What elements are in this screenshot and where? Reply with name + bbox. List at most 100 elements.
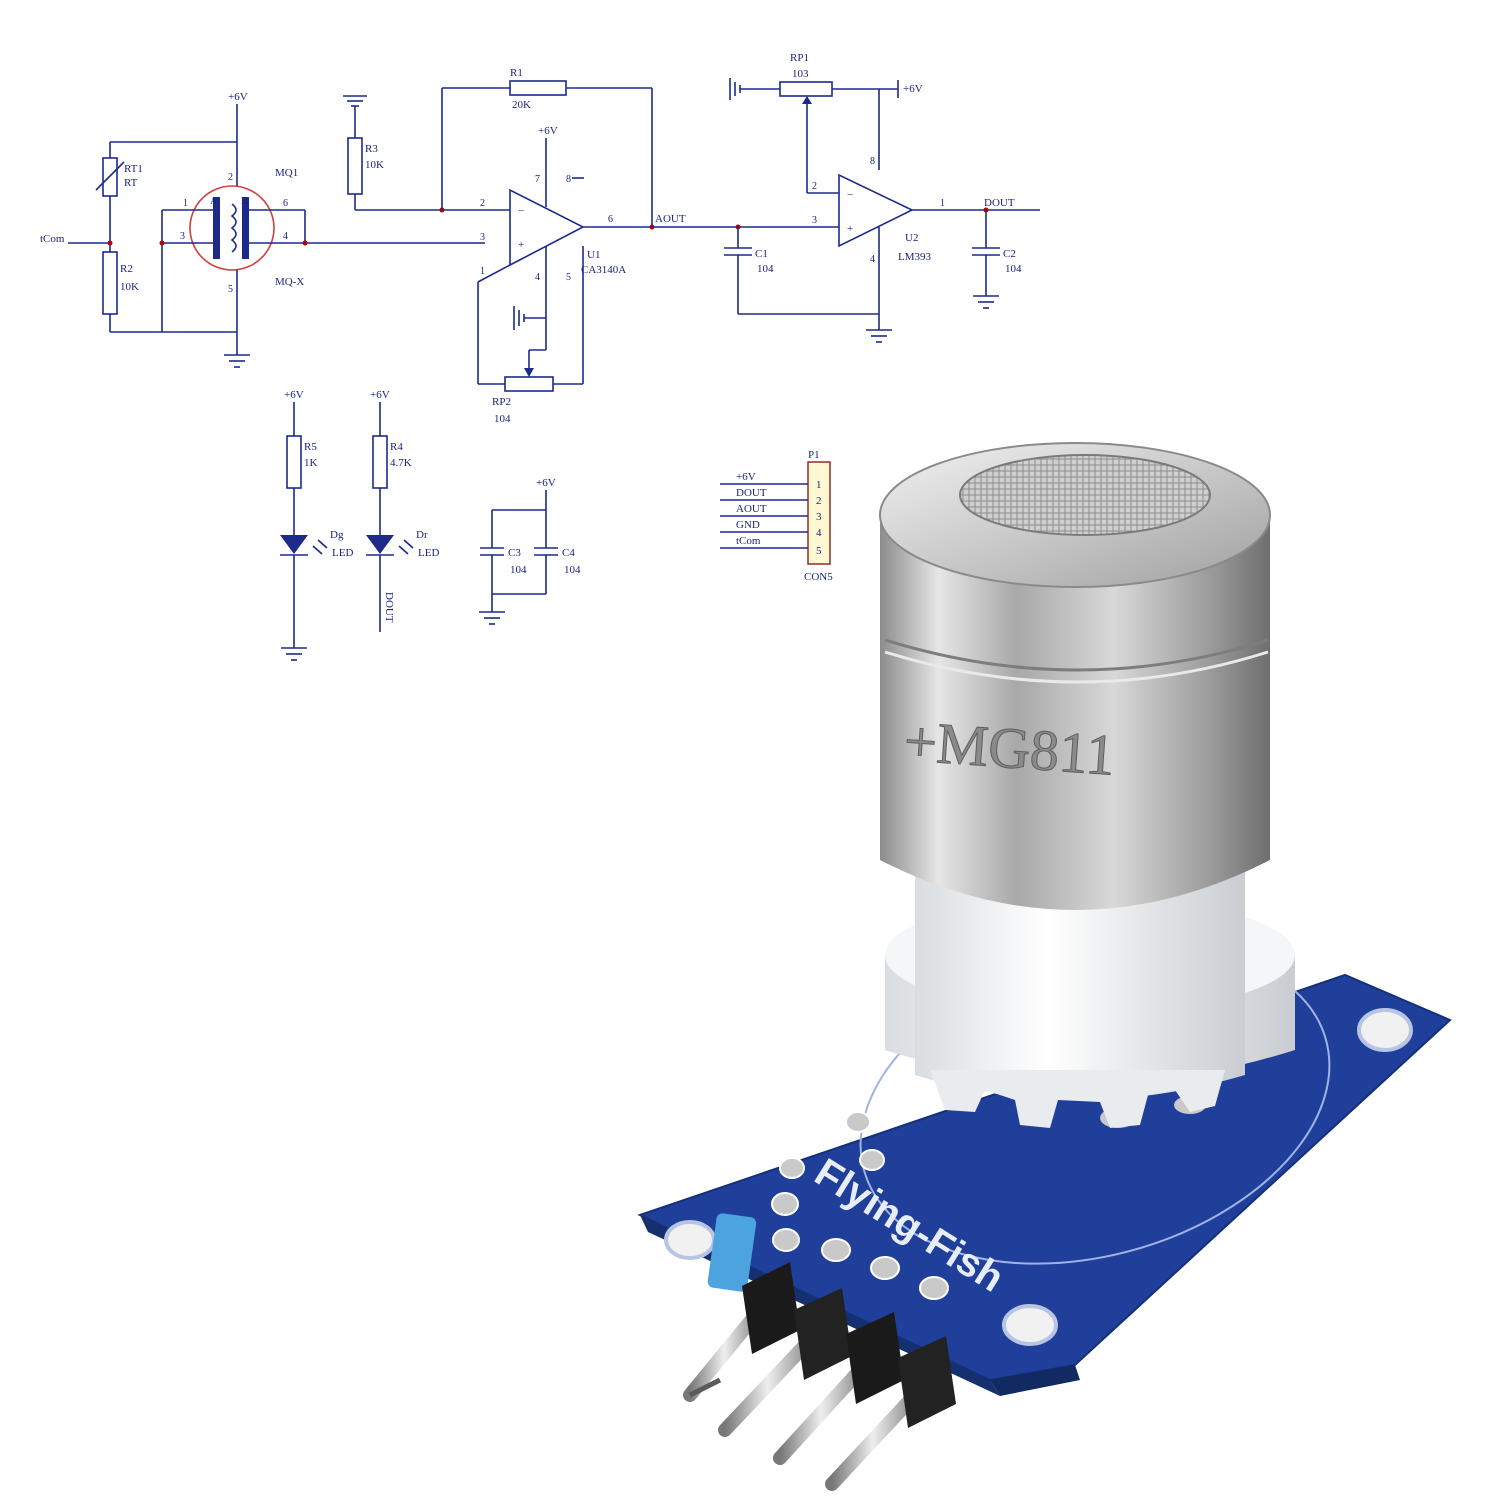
connector-row: +6V 1: [720, 471, 822, 491]
metal-can: +MG811: [879, 442, 1271, 910]
r1-ref: R1: [510, 67, 523, 79]
c2-value: 104: [1005, 263, 1022, 275]
r4-vcc-label: +6V: [370, 389, 390, 401]
u2-part: LM393: [898, 251, 932, 263]
u1-pin3: 3: [480, 232, 485, 243]
potentiometer-rp1: [779, 81, 833, 97]
mq1-pin4: 4: [283, 231, 288, 242]
mounting-hole-bottom-left: [664, 1220, 716, 1260]
mg811-sensor-module: Flying-Fish: [637, 442, 1452, 1491]
rt1-value: RT: [124, 177, 138, 189]
capacitor-c2: [972, 247, 1000, 256]
c3c4-vcc-label: +6V: [536, 477, 556, 489]
mq1-pin5: 5: [228, 284, 233, 295]
r4-ref: R4: [390, 441, 403, 453]
rp1-vcc-label: +6V: [903, 83, 923, 95]
connector-row: GND 4: [720, 519, 822, 539]
u2-ref: U2: [905, 232, 918, 244]
resistor-r2: [102, 251, 118, 315]
mq1-pin3: 3: [180, 231, 185, 242]
resistor-r3: [347, 137, 363, 195]
c4-value: 104: [564, 564, 581, 576]
c3-ref: C3: [508, 547, 521, 559]
u2-pin3: 3: [812, 215, 817, 226]
connector-row: DOUT 2: [720, 487, 822, 507]
solder-pads: [771, 1096, 1206, 1300]
r1-value: 20K: [512, 99, 531, 111]
r4-value: 4.7K: [390, 457, 412, 469]
u2-pin1: 1: [940, 198, 945, 209]
connector-row: AOUT 3: [720, 503, 822, 523]
u1-pin4: 4: [535, 272, 540, 283]
connector-row: tCom 5: [720, 535, 822, 557]
u2-plus: +: [847, 223, 853, 235]
ground-symbol-mq1: [224, 354, 250, 368]
r5-ref: R5: [304, 441, 317, 453]
r2-ref: R2: [120, 263, 133, 275]
header-block: [742, 1262, 956, 1428]
u2-pin4: 4: [870, 254, 875, 265]
connector-pin: 3: [816, 511, 822, 523]
u1-pin1: 1: [480, 266, 485, 277]
circuit-schematic: +6V RT1 RT tCom R2 10K A B MQ1 MQ-X 1 3 …: [40, 52, 1040, 661]
dr-dout-label: DOUT: [383, 592, 395, 623]
r3-value: 10K: [365, 159, 384, 171]
rp1-ref: RP1: [790, 52, 809, 64]
connector-pin: 2: [816, 495, 822, 507]
ground-symbol-dg: [281, 647, 307, 661]
u1-pin8: 8: [566, 174, 571, 185]
u2-minus: −: [847, 189, 853, 201]
comparator-u2: [838, 173, 914, 248]
mq1-pin-b: B: [241, 196, 248, 207]
c3-value: 104: [510, 564, 527, 576]
capacitor-c4: [534, 547, 558, 556]
dout-label: DOUT: [984, 197, 1015, 209]
mq1-ref: MQ1: [275, 167, 298, 179]
c1-ref: C1: [755, 248, 768, 260]
u1-ref: U1: [587, 249, 600, 261]
tcom-label: tCom: [40, 233, 65, 245]
c4-ref: C4: [562, 547, 575, 559]
connector-signal: GND: [736, 519, 760, 531]
mq1-pin-a: A: [210, 196, 218, 207]
dr-ref: Dr: [416, 529, 428, 541]
u1-pin6: 6: [608, 214, 613, 225]
header-pins: [683, 1305, 921, 1491]
u1-minus: −: [518, 205, 524, 217]
connector-p1: [807, 461, 831, 565]
u2-pin2: 2: [812, 181, 817, 192]
vcc-label-mq1: +6V: [228, 91, 248, 103]
potentiometer-rp2: [504, 376, 554, 392]
ground-symbol-u1: [513, 306, 546, 330]
r5-value: 1K: [304, 457, 318, 469]
trim-pot: [707, 1213, 757, 1292]
capacitor-c1: [724, 247, 752, 256]
mq1-pin1: 1: [183, 198, 188, 209]
u1-pin7: 7: [535, 174, 540, 185]
capacitor-c3: [480, 547, 504, 556]
r3-ref: R3: [365, 143, 378, 155]
rp2-value: 104: [494, 413, 511, 425]
connector-pin: 1: [816, 479, 822, 491]
ground-symbol-c2: [973, 295, 999, 309]
u2-pin8: 8: [870, 156, 875, 167]
connector-signal: DOUT: [736, 487, 767, 499]
gas-sensor-mq1: [189, 185, 275, 271]
u1-vcc-label: +6V: [538, 125, 558, 137]
resistor-r5: [286, 435, 302, 489]
connector-signal: +6V: [736, 471, 756, 483]
ground-symbol-u2: [866, 329, 892, 343]
led-dr: [366, 535, 394, 554]
connector-signal: tCom: [736, 535, 761, 547]
r2-value: 10K: [120, 281, 139, 293]
sensor-marking: +MG811: [902, 708, 1117, 788]
dg-type: LED: [332, 547, 353, 559]
connector-pin: 4: [816, 527, 822, 539]
c1-value: 104: [757, 263, 774, 275]
mq1-pin2: 2: [228, 172, 233, 183]
rp1-value: 103: [792, 68, 809, 80]
dr-type: LED: [418, 547, 439, 559]
r5-vcc-label: +6V: [284, 389, 304, 401]
connector-pin: 5: [816, 545, 822, 557]
